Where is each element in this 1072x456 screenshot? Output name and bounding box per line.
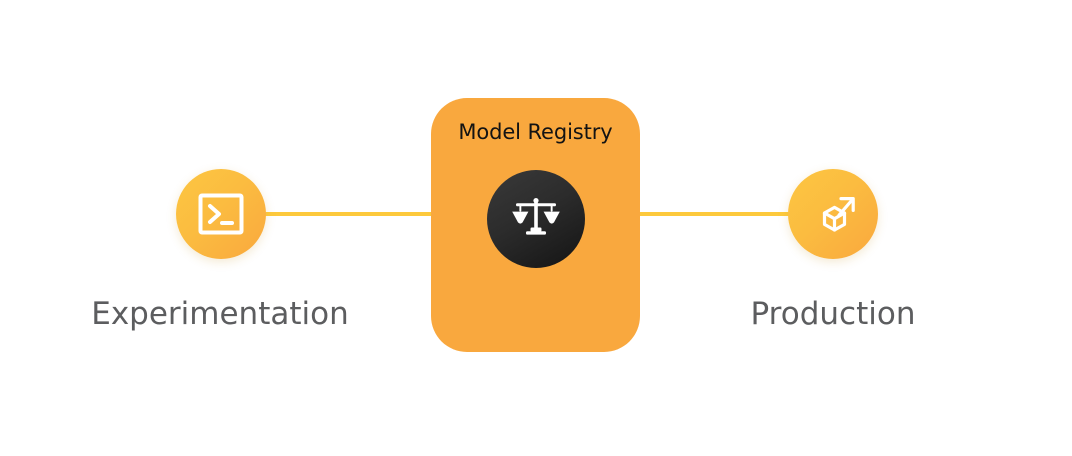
cube-arrow-icon bbox=[807, 188, 859, 240]
model-registry-title: Model Registry bbox=[458, 120, 613, 144]
connector-staging-to-production bbox=[632, 212, 794, 216]
staging-card[interactable]: Model Registry bbox=[431, 98, 640, 352]
model-registry-badge[interactable] bbox=[486, 170, 585, 268]
terminal-icon bbox=[196, 189, 246, 239]
stage-label-experimentation: Experimentation bbox=[91, 296, 349, 332]
connector-experimentation-to-staging bbox=[258, 212, 440, 216]
stage-node-production[interactable] bbox=[788, 169, 878, 259]
stage-label-production: Production bbox=[750, 296, 916, 332]
stage-node-experimentation[interactable] bbox=[176, 169, 266, 259]
balance-scale-icon bbox=[510, 191, 562, 247]
